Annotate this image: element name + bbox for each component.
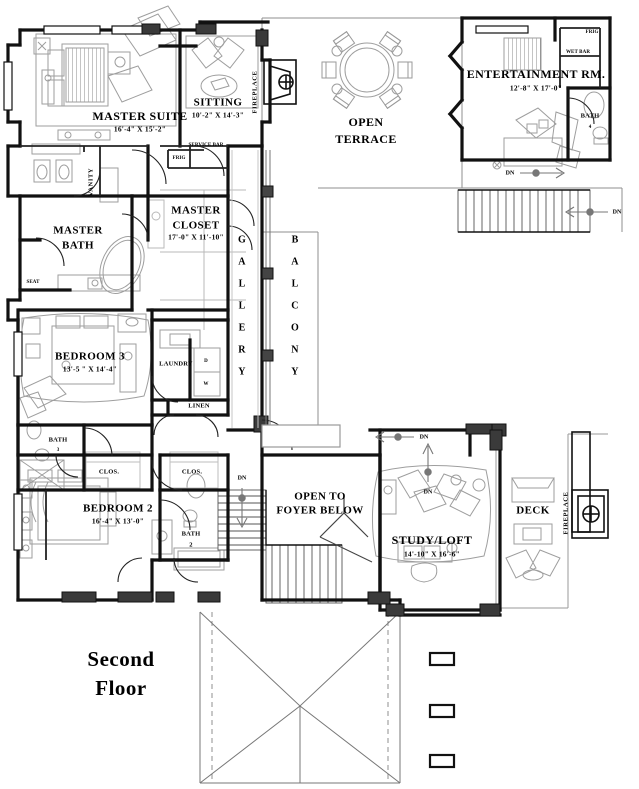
room-label-deck: DECK <box>516 505 549 517</box>
label-bath-3-line1: BATH <box>49 436 68 443</box>
gallery-letter-g: G <box>238 234 248 245</box>
gallery-letter-a: A <box>238 256 247 267</box>
sitting-room-furniture <box>185 35 259 109</box>
dn-arrow-loft-upper <box>374 431 414 443</box>
room-dim-master-suite: 16'-4" X 15'-2" <box>114 125 166 134</box>
stairs-layer <box>217 189 591 604</box>
room-dim-bedroom-3: 13'-5 " X 14'-4" <box>63 365 117 374</box>
label-bath-4-line1: BATH <box>581 112 600 119</box>
room-label-master-closet-line2: CLOSET <box>172 220 219 232</box>
balcony-letter-n: N <box>291 344 300 355</box>
label-dn-main-stair: DN <box>238 475 247 481</box>
entertainment-furniture <box>492 37 581 170</box>
partition-layer <box>20 27 601 560</box>
label-dn-ent-lower: DN <box>613 209 622 215</box>
page-title-line1: Second <box>87 647 154 671</box>
deck-fireplace <box>571 431 609 539</box>
deck-furniture <box>505 477 561 581</box>
gallery-letter-y: Y <box>238 366 247 377</box>
balcony-rail <box>261 150 274 430</box>
openings-layer <box>3 23 529 617</box>
sitting-fireplace <box>263 59 297 105</box>
label-fireplace-sitting: FIREPLACE <box>251 71 258 114</box>
room-label-balcony: B A L C O N Y <box>291 234 301 377</box>
balcony-letter-y: Y <box>291 366 300 377</box>
master-bath-fixtures <box>31 143 145 294</box>
label-dn-loft-upper: DN <box>420 434 429 440</box>
laundry-fixtures <box>159 329 221 397</box>
balcony-letter-c: C <box>291 300 300 311</box>
label-frig-bar: FRIG <box>173 156 186 161</box>
gallery-letter-r: R <box>238 344 247 355</box>
dn-arrow-main <box>236 488 248 529</box>
label-dn-ent-upper: DN <box>506 170 515 176</box>
gallery-letter-l1: L <box>239 278 248 289</box>
label-bath-2-line1: BATH <box>182 530 201 537</box>
label-bath-3-line2: 3 <box>57 448 60 453</box>
balcony-letter-l: L <box>292 278 301 289</box>
label-bath-2-line2: 2 <box>189 541 192 548</box>
label-closet-2: CLOS. <box>182 468 203 475</box>
dn-arrow-ent-upper <box>520 167 566 179</box>
label-dryer: D <box>204 359 208 364</box>
dn-arrows <box>236 167 608 529</box>
closet-shelving <box>85 451 219 489</box>
room-dim-entertainment-rm: 12'-8" X 17'-0" <box>510 84 562 93</box>
room-dim-master-closet: 17'-0" X 11'-10" <box>168 233 224 242</box>
balcony-letter-b: B <box>292 234 301 245</box>
room-label-open-to-foyer-line2: FOYER BELOW <box>276 505 363 517</box>
gallery-letter-l2: L <box>239 300 248 311</box>
label-washer: W <box>203 382 208 387</box>
gallery-letter-e: E <box>239 322 248 333</box>
label-linen: LINEN <box>188 402 210 409</box>
master-suite-furniture <box>33 5 181 141</box>
room-label-sitting: SITTING <box>194 97 243 109</box>
label-service-bar: SERVICE BAR <box>189 143 224 148</box>
text-labels: MASTER SUITE 16'-4" X 15'-2" SITTING 10'… <box>26 30 622 700</box>
door-swings <box>35 97 595 583</box>
label-closet-1: CLOS. <box>99 468 120 475</box>
dn-arrow-loft-lower <box>422 442 434 482</box>
label-vanity: VANITY <box>87 168 94 196</box>
label-laundry: LAUNDRY <box>159 360 193 367</box>
room-dim-sitting: 10'-2" X 14'-3" <box>192 111 244 120</box>
gallery-floor <box>231 150 259 428</box>
room-label-master-bath-line2: BATH <box>62 240 94 252</box>
dn-arrow-ent-lower <box>564 206 608 218</box>
label-frig-ent: FRIG <box>586 30 599 35</box>
room-label-master-suite: MASTER SUITE <box>92 109 187 123</box>
furniture-layer <box>19 5 609 583</box>
room-label-open-terrace-line2: TERRACE <box>335 132 396 146</box>
room-label-master-bath-line1: MASTER <box>53 225 103 237</box>
foyer-opening-outline <box>261 424 341 448</box>
room-label-master-closet-line1: MASTER <box>171 205 221 217</box>
room-dim-bedroom-2: 16'-4" X 13'-0" <box>92 517 144 526</box>
room-label-open-terrace-line1: OPEN <box>349 115 384 129</box>
label-bath-4-line2: 4 <box>589 125 592 130</box>
room-label-bedroom-2: BEDROOM 2 <box>83 503 153 515</box>
page-title-line2: Floor <box>95 676 146 700</box>
porch-piers <box>428 651 456 769</box>
room-label-entertainment-rm: ENTERTAINMENT RM. <box>467 67 606 81</box>
balcony-letter-o: O <box>291 322 301 333</box>
room-label-study-loft: STUDY/LOFT <box>392 533 473 547</box>
label-fireplace-deck: FIREPLACE <box>562 492 569 535</box>
balcony-letter-a: A <box>291 256 300 267</box>
room-dim-study-loft: 14'-10" X 16'-6" <box>404 550 460 559</box>
label-seat: SEAT <box>26 280 40 285</box>
studyloft-furniture <box>371 464 491 583</box>
entertainment-stair <box>457 189 591 233</box>
label-dn-loft-lower: DN <box>424 489 433 495</box>
room-label-open-to-foyer-line1: OPEN TO <box>294 491 346 503</box>
label-wet-bar: WET BAR <box>566 50 590 55</box>
room-label-bedroom-3: BEDROOM 3 <box>55 351 125 363</box>
room-label-gallery: G A L L E R Y <box>238 234 248 377</box>
terrace-furniture <box>321 31 413 109</box>
bedroom3-furniture <box>19 312 152 419</box>
